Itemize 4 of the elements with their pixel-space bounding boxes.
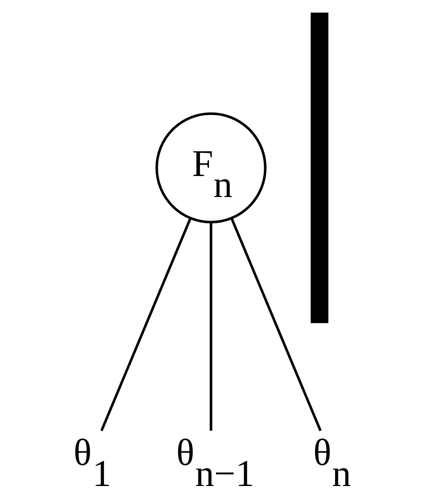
node-bar: [310, 12, 328, 324]
connector: [100, 218, 192, 432]
connector: [230, 218, 322, 432]
connector: [209, 222, 212, 431]
